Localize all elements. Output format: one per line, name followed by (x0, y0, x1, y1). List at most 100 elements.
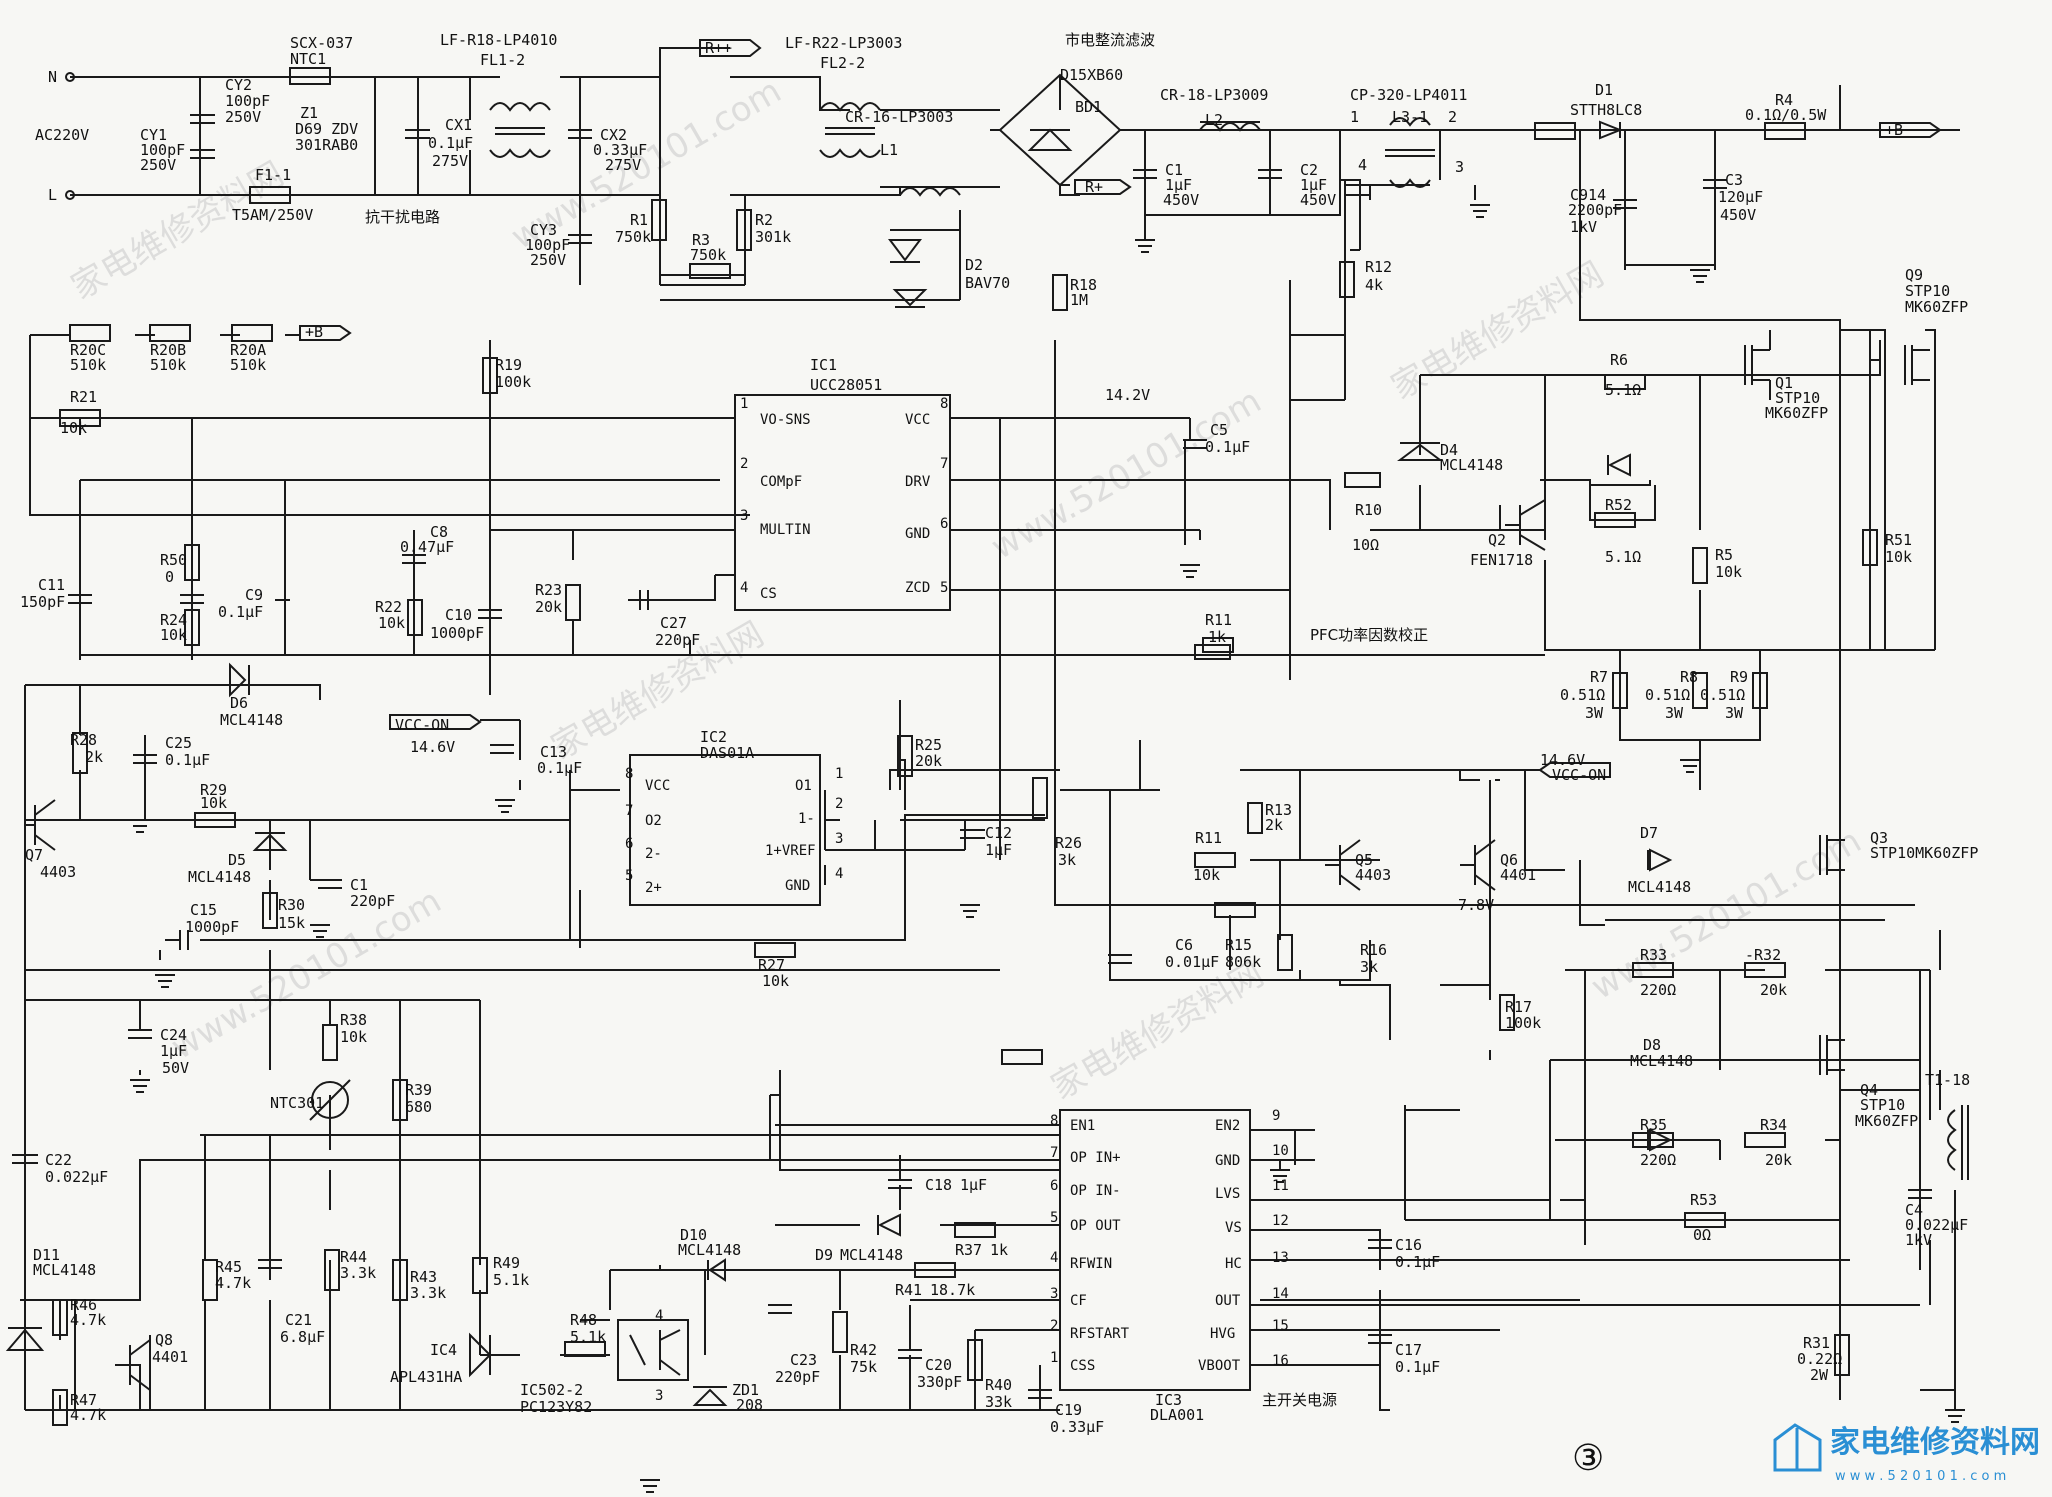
svg-text:0.51Ω: 0.51Ω (1700, 686, 1745, 704)
svg-text:R++: R++ (705, 39, 732, 57)
svg-text:C20: C20 (925, 1356, 952, 1374)
svg-text:R38: R38 (340, 1011, 367, 1029)
svg-text:CY3: CY3 (530, 221, 557, 239)
svg-text:OP IN+: OP IN+ (1070, 1150, 1121, 1166)
svg-text:Q8: Q8 (155, 1331, 173, 1349)
svg-text:家电维修资料网: 家电维修资料网 (1830, 1425, 2040, 1460)
svg-text:D7: D7 (1640, 824, 1658, 842)
svg-text:D2: D2 (965, 256, 983, 274)
svg-text:T5AM/250V: T5AM/250V (232, 206, 313, 224)
svg-text:R26: R26 (1055, 834, 1082, 852)
svg-text:1: 1 (1350, 108, 1359, 126)
svg-text:C25: C25 (165, 734, 192, 752)
svg-text:0.22Ω: 0.22Ω (1797, 1350, 1842, 1368)
svg-text:R53: R53 (1690, 1191, 1717, 1209)
svg-text:IC3: IC3 (1155, 1391, 1182, 1409)
svg-text:0.022μF: 0.022μF (1905, 1216, 1968, 1234)
svg-text:3k: 3k (1058, 851, 1076, 869)
ic2-box (629, 754, 821, 906)
svg-text:CX1: CX1 (445, 116, 472, 134)
svg-text:GND: GND (1215, 1153, 1240, 1169)
watermark: 家电维修资料网 (1045, 954, 1271, 1108)
svg-text:10k: 10k (160, 626, 187, 644)
svg-text:D4: D4 (1440, 441, 1458, 459)
labels: N L AC220V SCX-037 NTC1 CY2 100pF 250V C… (20, 31, 1978, 1479)
page-number: ③ (1572, 1438, 1604, 1479)
svg-text:220pF: 220pF (350, 892, 395, 910)
svg-text:CP-320-LP4011: CP-320-LP4011 (1350, 86, 1467, 104)
svg-text:14.6V: 14.6V (1540, 751, 1585, 769)
svg-text:0.1μF: 0.1μF (165, 751, 210, 769)
ic1-box (734, 394, 951, 611)
svg-text:OP OUT: OP OUT (1070, 1218, 1121, 1234)
svg-text:4: 4 (740, 580, 748, 596)
svg-text:R27: R27 (758, 956, 785, 974)
svg-text:NTC1: NTC1 (290, 50, 326, 68)
svg-text:C2: C2 (1300, 161, 1318, 179)
svg-text:R11: R11 (1195, 829, 1222, 847)
svg-text:20k: 20k (915, 752, 942, 770)
svg-text:Q6: Q6 (1500, 851, 1518, 869)
watermark: www.520101.com (1585, 821, 1869, 1008)
svg-text:10: 10 (1272, 1143, 1289, 1159)
svg-text:1000pF: 1000pF (185, 918, 239, 936)
svg-text:20k: 20k (535, 598, 562, 616)
svg-text:R47: R47 (70, 1391, 97, 1409)
svg-text:R40: R40 (985, 1376, 1012, 1394)
svg-text:APL431HA: APL431HA (390, 1368, 462, 1386)
svg-text:11: 11 (1272, 1178, 1289, 1194)
svg-text:MCL4148: MCL4148 (840, 1246, 903, 1264)
svg-text:NTC301: NTC301 (270, 1094, 324, 1112)
svg-text:RFWIN: RFWIN (1070, 1256, 1112, 1272)
svg-text:R9: R9 (1730, 668, 1748, 686)
svg-text:1-: 1- (798, 811, 815, 827)
svg-text:D11: D11 (33, 1246, 60, 1264)
svg-text:+B: +B (305, 323, 323, 341)
svg-text:IC502-2: IC502-2 (520, 1381, 583, 1399)
svg-text:GND: GND (785, 878, 810, 894)
svg-text:R45: R45 (215, 1258, 242, 1276)
svg-text:250V: 250V (140, 156, 176, 174)
svg-text:0.51Ω: 0.51Ω (1560, 686, 1605, 704)
svg-text:3: 3 (740, 508, 748, 524)
svg-text:D10: D10 (680, 1226, 707, 1244)
svg-text:5.1Ω: 5.1Ω (1605, 381, 1641, 399)
svg-text:C10: C10 (445, 606, 472, 624)
svg-text:C9: C9 (245, 586, 263, 604)
svg-text:0: 0 (165, 568, 174, 586)
svg-text:680: 680 (405, 1098, 432, 1116)
svg-text:3: 3 (655, 1388, 663, 1404)
svg-text:R20C: R20C (70, 341, 106, 359)
svg-text:MK60ZFP: MK60ZFP (1905, 298, 1968, 316)
svg-text:GND: GND (905, 526, 930, 542)
svg-text:R39: R39 (405, 1081, 432, 1099)
svg-text:3: 3 (1050, 1286, 1058, 1302)
svg-text:1μF: 1μF (160, 1042, 187, 1060)
svg-text:LF-R22-LP3003: LF-R22-LP3003 (785, 34, 902, 52)
svg-text:7: 7 (940, 456, 948, 472)
svg-text:O1: O1 (795, 778, 812, 794)
svg-text:8: 8 (625, 766, 633, 782)
svg-text:R52: R52 (1605, 496, 1632, 514)
svg-text:C6: C6 (1175, 936, 1193, 954)
svg-text:C11: C11 (38, 576, 65, 594)
watermark: 家电维修资料网 (1385, 254, 1611, 408)
svg-text:4.7k: 4.7k (215, 1274, 251, 1292)
svg-text:R29: R29 (200, 781, 227, 799)
svg-text:CF: CF (1070, 1293, 1087, 1309)
svg-text:14.6V: 14.6V (410, 738, 455, 756)
svg-text:C1: C1 (1165, 161, 1183, 179)
svg-text:0.1μF: 0.1μF (1395, 1253, 1440, 1271)
svg-text:Q5: Q5 (1355, 851, 1373, 869)
svg-text:0Ω: 0Ω (1693, 1226, 1711, 1244)
svg-text:R44: R44 (340, 1248, 367, 1266)
svg-text:1000pF: 1000pF (430, 624, 484, 642)
svg-text:220pF: 220pF (655, 631, 700, 649)
svg-text:10k: 10k (1193, 866, 1220, 884)
svg-text:C12: C12 (985, 824, 1012, 842)
svg-text:10k: 10k (378, 614, 405, 632)
svg-text:220Ω: 220Ω (1640, 981, 1676, 999)
ic3-box (1059, 1109, 1251, 1391)
svg-text:COMpF: COMpF (760, 474, 802, 490)
svg-text:3W: 3W (1725, 704, 1744, 722)
